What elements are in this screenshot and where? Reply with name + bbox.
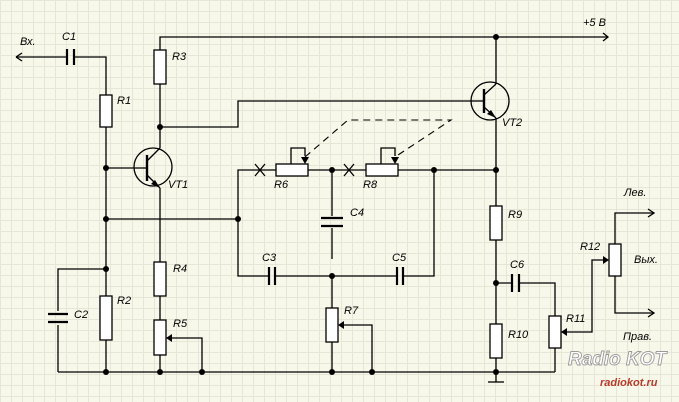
capacitor-c4 xyxy=(321,216,343,228)
r1-label: R1 xyxy=(117,95,131,107)
wires xyxy=(15,32,656,383)
cut-mark-right xyxy=(343,163,355,177)
potentiometer-r7 xyxy=(325,307,344,343)
capacitor-c2 xyxy=(48,312,68,324)
c2-label: C2 xyxy=(74,309,88,321)
r6-label: R6 xyxy=(274,179,289,191)
r5-label: R5 xyxy=(173,318,188,330)
potentiometer-r5 xyxy=(153,319,172,356)
potentiometer-r6 xyxy=(275,157,309,177)
r11-label: R11 xyxy=(566,313,585,325)
vt2-label: VT2 xyxy=(502,117,522,129)
input-label: Вх. xyxy=(20,36,36,48)
resistor-r2 xyxy=(99,295,113,341)
vt1-label: VT1 xyxy=(168,179,188,191)
output-right-label: Прав. xyxy=(623,331,652,343)
potentiometer-r11 xyxy=(548,315,567,349)
r7-label: R7 xyxy=(344,305,359,317)
r8-label: R8 xyxy=(363,179,378,191)
r3-label: R3 xyxy=(172,51,187,63)
ganged-link xyxy=(304,119,453,158)
output-left-label: Лев. xyxy=(623,187,646,199)
transistor-vt1 xyxy=(133,142,173,192)
resistor-r1 xyxy=(99,94,113,128)
watermark-url: radiokot.ru xyxy=(600,377,658,389)
r2-label: R2 xyxy=(117,295,131,307)
r9-label: R9 xyxy=(508,209,522,221)
capacitor-c6 xyxy=(510,274,521,292)
cut-mark-left xyxy=(254,163,266,177)
resistor-r3 xyxy=(153,49,167,85)
c1-label: C1 xyxy=(62,31,76,43)
capacitor-c1 xyxy=(65,49,76,65)
transistor-vt2 xyxy=(470,80,510,124)
r10-label: R10 xyxy=(508,329,529,341)
c4-label: C4 xyxy=(350,207,364,219)
resistor-r4 xyxy=(153,261,167,297)
resistor-r10 xyxy=(489,323,503,359)
potentiometer-r8 xyxy=(365,157,399,177)
r12-label: R12 xyxy=(580,241,600,253)
watermark-logo: Radio KOT xyxy=(568,349,668,370)
c3-label: C3 xyxy=(262,252,277,264)
capacitor-c5 xyxy=(395,267,405,285)
c5-label: C5 xyxy=(392,252,407,264)
capacitor-c3 xyxy=(267,267,277,285)
output-label: Вых. xyxy=(634,254,658,266)
c6-label: C6 xyxy=(510,259,525,271)
supply-label: +5 В xyxy=(583,17,606,29)
r4-label: R4 xyxy=(173,263,187,275)
junction-dots xyxy=(103,34,499,375)
resistor-r9 xyxy=(489,205,503,241)
potentiometer-r12 xyxy=(603,243,622,277)
